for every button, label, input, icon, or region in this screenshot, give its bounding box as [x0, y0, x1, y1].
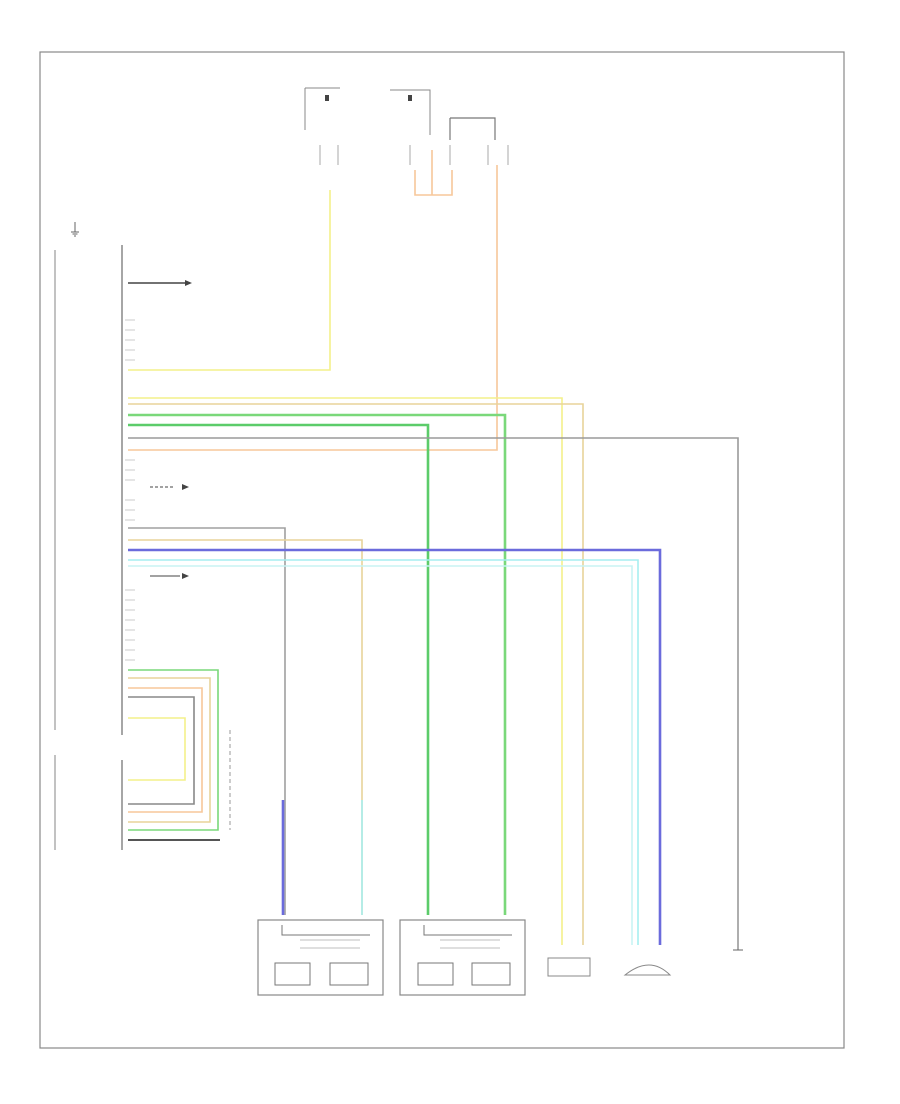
speaker-icon	[417, 962, 454, 986]
right-rear-speaker	[623, 964, 672, 976]
speaker-icon	[623, 964, 672, 976]
speaker-icon	[274, 962, 311, 986]
speaker-icon	[547, 957, 591, 977]
left-front-door-speaker	[257, 919, 384, 996]
amplifier-module	[54, 245, 192, 735]
left-rear-speaker	[547, 957, 591, 977]
speaker-icon	[471, 962, 511, 986]
speaker-wires	[128, 165, 739, 950]
fuse-icon	[408, 95, 412, 101]
right-front-door-speaker	[399, 919, 526, 996]
diagram-border	[39, 51, 845, 1049]
relay-switch	[450, 117, 496, 140]
speaker-icon	[329, 962, 369, 986]
lower-connector-loops	[54, 669, 231, 850]
ground-symbol	[71, 222, 79, 237]
fuse-block-top	[304, 87, 509, 196]
fuse-icon	[325, 95, 329, 101]
